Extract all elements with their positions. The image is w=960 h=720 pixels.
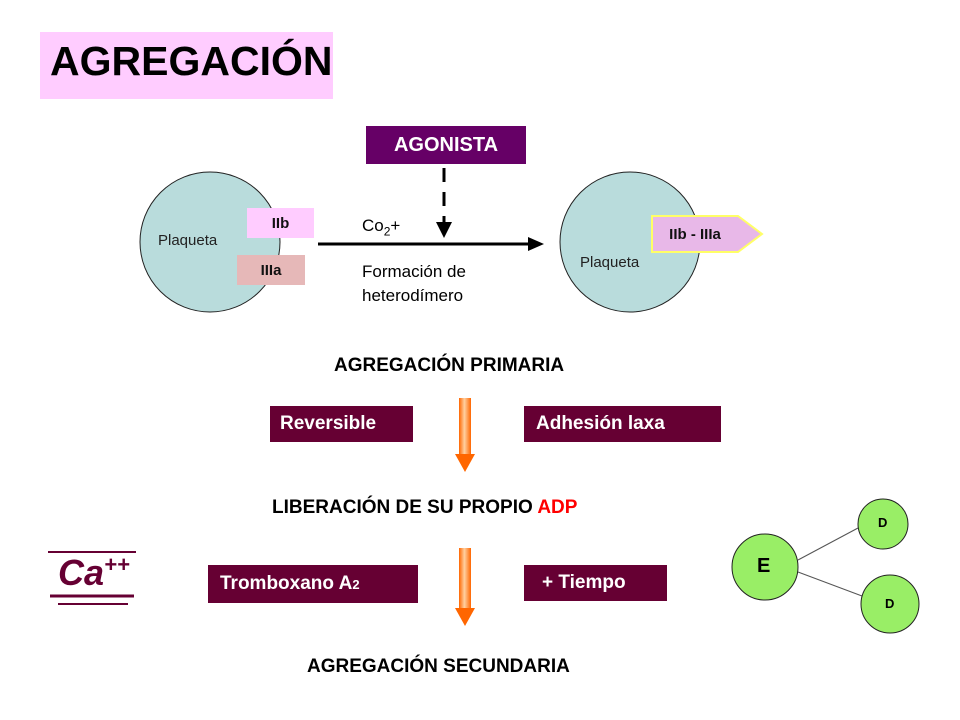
cofactor-label: Co2+ <box>362 216 401 239</box>
receptor-iib: IIb <box>247 208 314 238</box>
edd-top-circle <box>857 498 909 550</box>
secondary-aggregation-heading: AGREGACIÓN SECUNDARIA <box>307 656 570 677</box>
edd-center-circle <box>731 533 799 601</box>
reaction-arrowhead <box>528 237 544 251</box>
adp-highlight: ADP <box>537 497 578 518</box>
reaction-line1: Formación de <box>362 262 466 281</box>
agonist-arrowhead <box>436 222 452 238</box>
title-background <box>40 32 333 99</box>
down-arrow-primary-head <box>455 454 475 472</box>
edd-connector-bottom <box>797 571 863 597</box>
edd-center-label: E <box>757 555 771 577</box>
adhesion-box: Adhesión laxa <box>524 406 721 442</box>
agonist-box: AGONISTA <box>366 126 526 164</box>
receptor-iiia: IIIa <box>237 255 305 285</box>
receptor-complex-label: IIb - IIIa <box>669 225 721 243</box>
primary-aggregation-heading: AGREGACIÓN PRIMARIA <box>334 355 565 376</box>
down-arrow-secondary-shaft <box>459 548 471 608</box>
reversible-box: Reversible <box>270 406 413 442</box>
release-heading: LIBERACIÓN DE SU PROPIO ADP <box>272 497 578 518</box>
edd-top-label: D <box>878 515 888 530</box>
reaction-line2: heterodímero <box>362 286 464 305</box>
time-box: + Tiempo <box>524 565 667 601</box>
edd-bottom-label: D <box>885 596 895 611</box>
platelet-left-label: Plaqueta <box>158 232 218 249</box>
down-arrow-primary-shaft <box>459 398 471 454</box>
down-arrow-secondary-head <box>455 608 475 626</box>
platelet-right-label: Plaqueta <box>580 254 640 271</box>
edd-connector-top <box>797 527 859 561</box>
page-title: AGREGACIÓN <box>50 38 333 84</box>
edd-bottom-circle <box>860 574 920 634</box>
receptor-complex-shape <box>651 215 764 253</box>
calcium-symbol: Ca++ <box>58 552 130 593</box>
